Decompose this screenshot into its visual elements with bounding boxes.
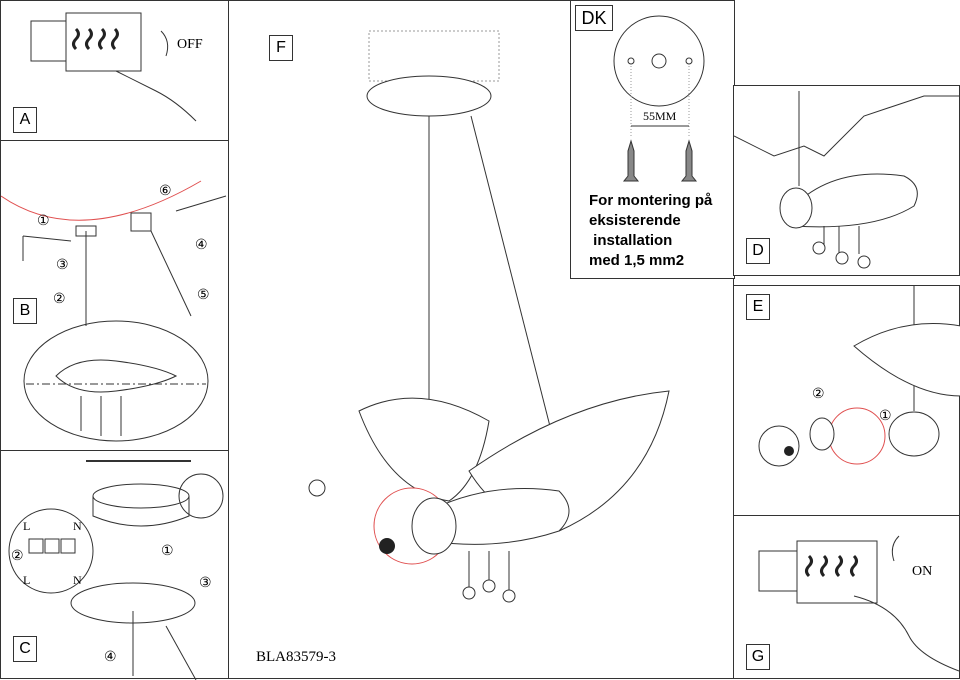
dimension-label: 55MM [643,109,677,123]
step-1: ① [37,214,50,229]
terminal-l-top: L [23,519,31,533]
attach-head-illustration [734,91,960,269]
switch-off-label: OFF [177,37,203,52]
step-3: ③ [199,576,212,591]
step-1: ① [879,409,892,424]
step-5: ⑤ [197,288,210,303]
step-3: ③ [56,258,69,273]
panel-b: ① ② ③ ④ ⑤ ⑥ B [0,140,229,451]
panel-d: D [733,85,960,276]
terminal-n-top: N [73,519,82,533]
terminal-l-bottom: L [23,573,31,587]
step-1: ① [161,544,174,559]
switch-on-illustration [758,535,960,672]
panel-dk: DK 55MM For montering på eksisterende in… [570,0,735,279]
step-4: ④ [195,238,208,253]
bee-lamp-illustration [308,30,670,603]
mounting-illustration [8,460,224,680]
step-4: ④ [104,650,117,665]
switch-off-illustration [30,12,197,122]
insert-bulb-illustration [758,286,960,467]
panel-d-label: D [746,238,770,264]
ceiling-plate-illustration [613,15,705,182]
panel-e-label: E [746,294,770,320]
step-2: ② [53,292,66,307]
model-number: BLA83579-3 [256,649,336,665]
terminal-n-bottom: N [73,573,82,587]
panel-a-label: A [13,107,37,133]
panel-f-label: F [269,35,293,61]
panel-g: ON G [733,515,960,679]
panel-a: OFF A [0,0,229,141]
installation-note: For montering på eksisterende installati… [589,192,713,269]
wiring-illustration [1,180,227,442]
panel-e: ① ② E [733,285,960,516]
panel-c-label: C [13,636,37,662]
step-6: ⑥ [159,184,172,199]
panel-g-label: G [746,644,770,670]
step-2: ② [11,549,24,564]
step-2: ② [812,387,825,402]
panel-b-label: B [13,298,37,324]
switch-on-label: ON [912,564,933,579]
panel-c: L N L N ① ② ③ ④ C [0,450,229,680]
panel-dk-label: DK [575,5,613,31]
